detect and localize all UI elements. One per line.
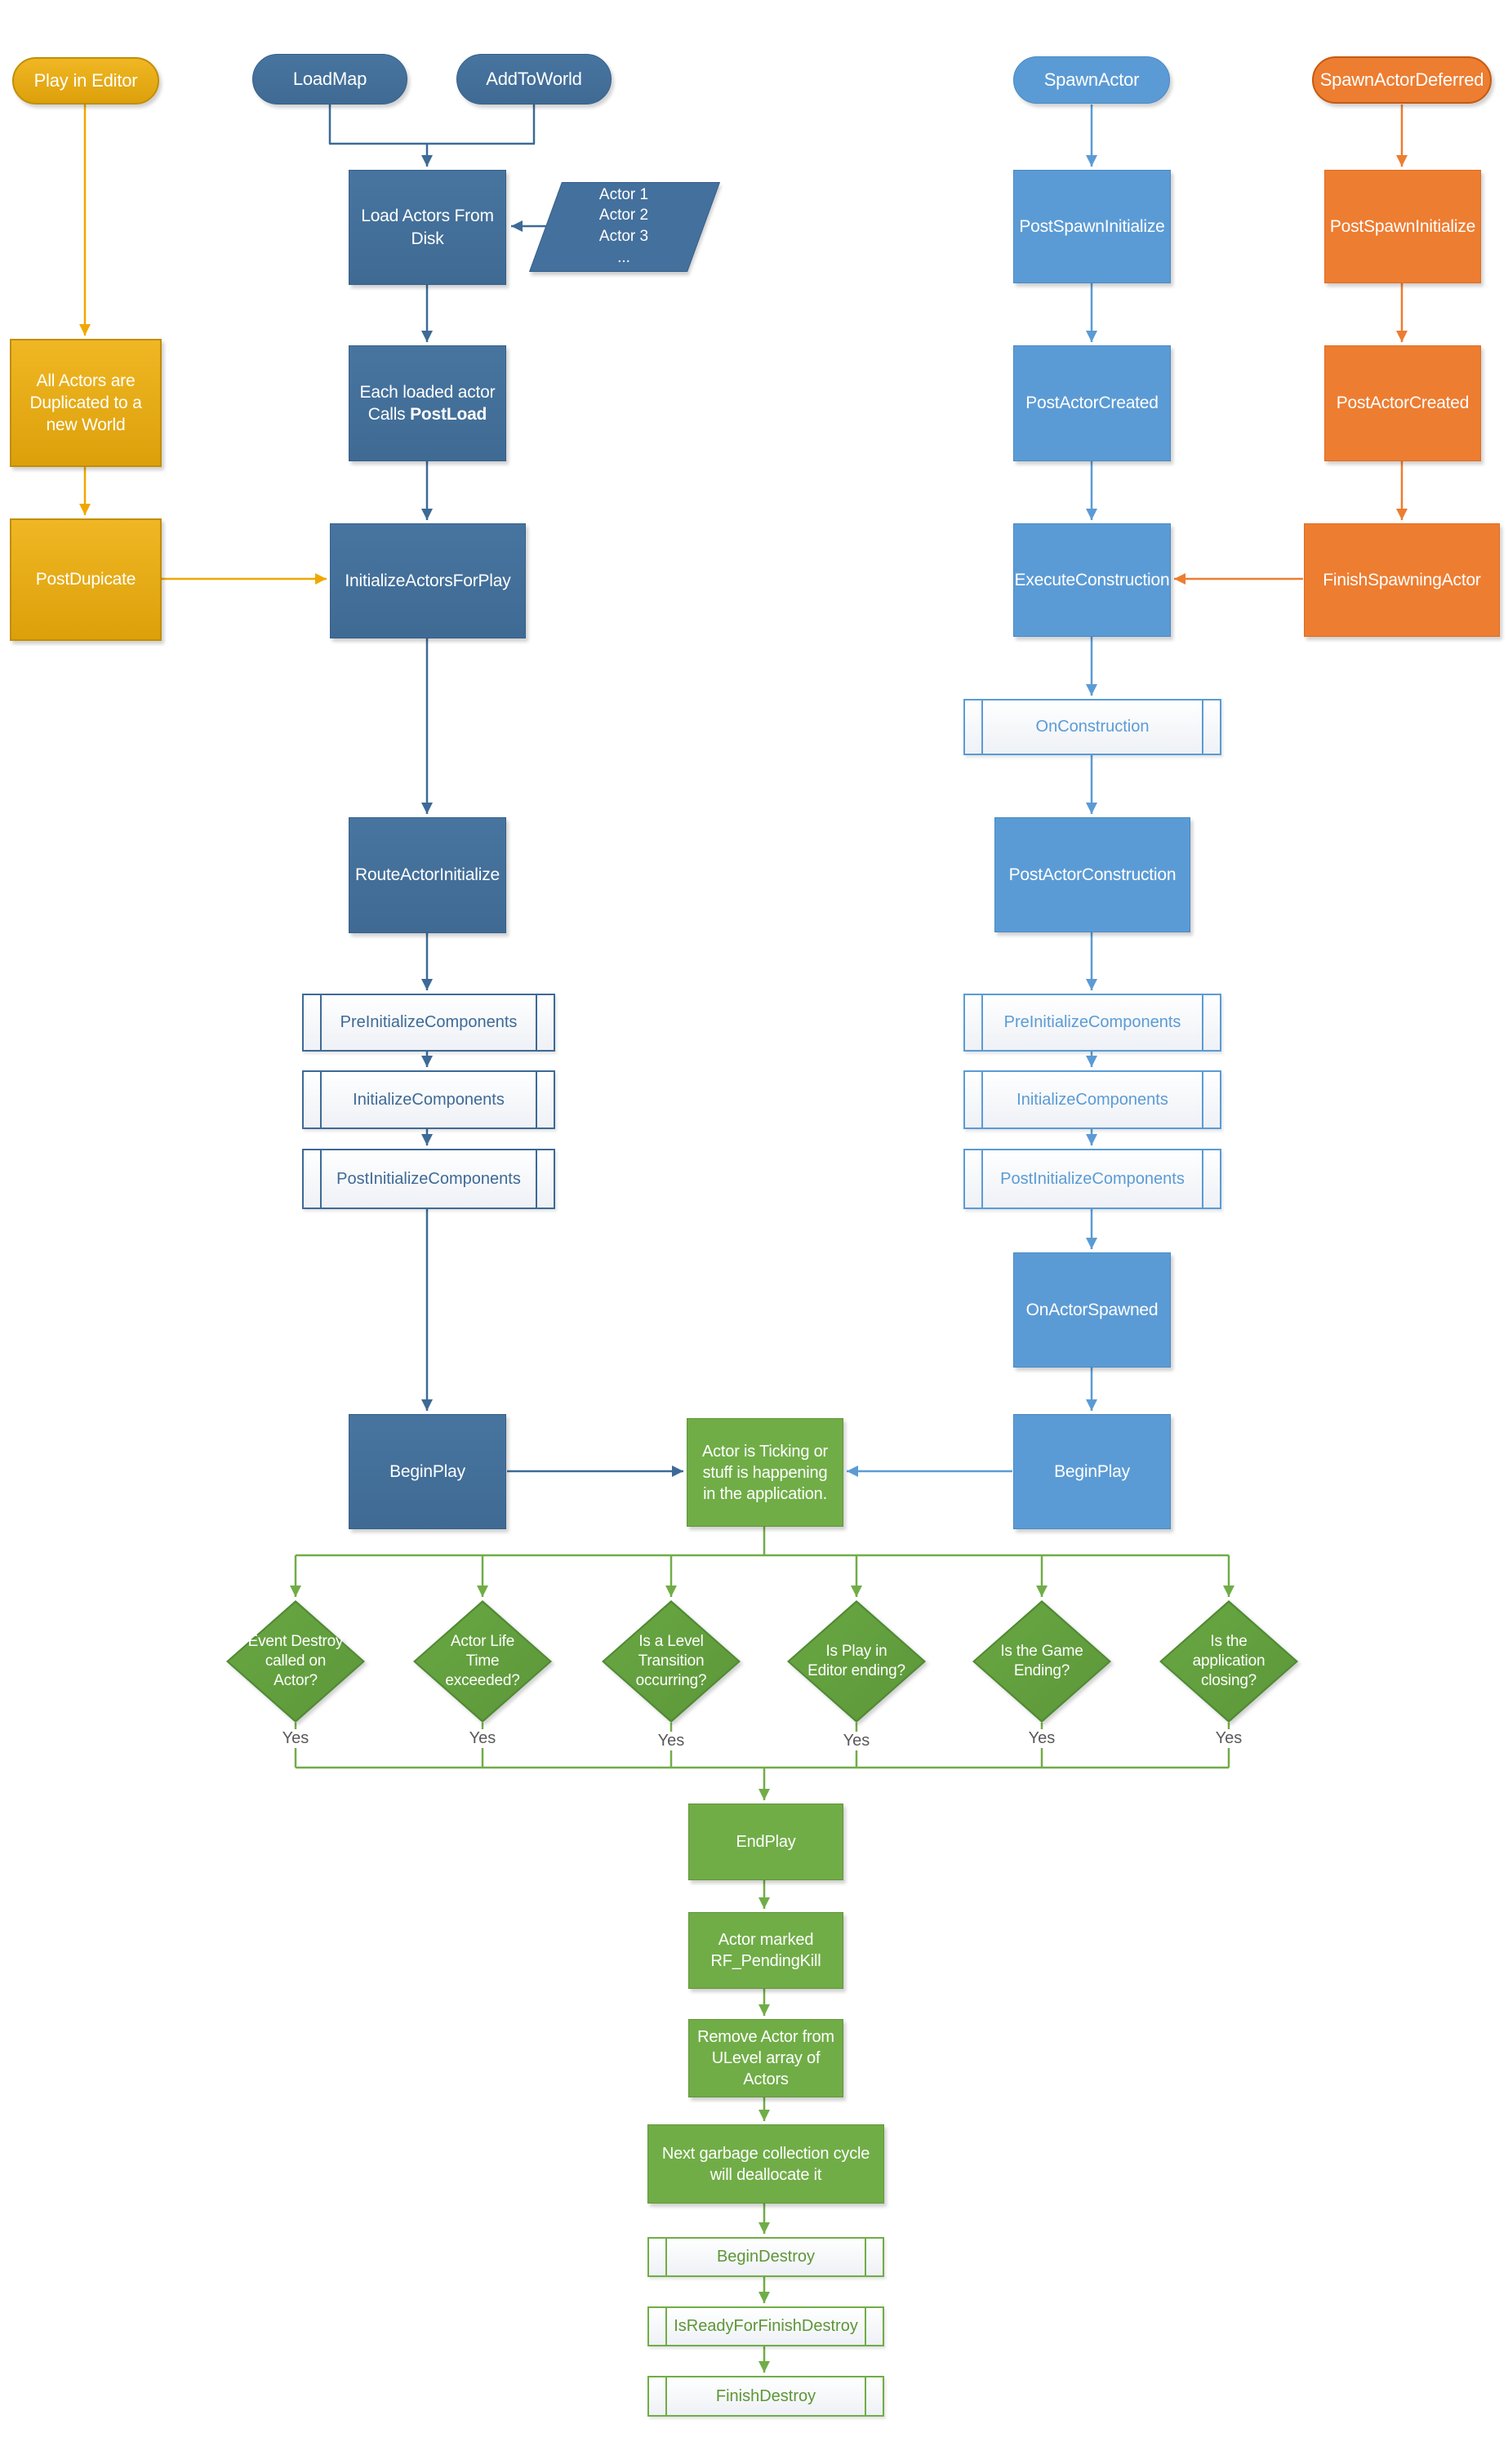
node-initialize-actors-for-play: InitializeActorsForPlay — [330, 523, 526, 638]
decision-game-ending: Is the Game Ending? — [972, 1600, 1111, 1723]
actor-list-text: Actor 1 Actor 2 Actor 3 ... — [539, 182, 709, 270]
decision-level-transition: Is a Level Transition occurring? — [602, 1600, 741, 1723]
decision-application-closing: Is the application closing? — [1159, 1600, 1298, 1723]
subroutine-initialize-components-right: InitializeComponents — [963, 1070, 1221, 1129]
node-all-actors-duplicated: All Actors are Duplicated to a new World — [10, 339, 162, 467]
node-execute-construction: ExecuteConstruction — [1013, 523, 1171, 637]
decision-label: Is the Game Ending? — [1000, 1643, 1083, 1679]
decision-label: Is the application closing? — [1192, 1633, 1266, 1689]
node-finish-spawning-actor: FinishSpawningActor — [1304, 523, 1500, 637]
subroutine-pre-initialize-components-left: PreInitializeComponents — [302, 994, 555, 1052]
node-each-loaded-actor: Each loaded actor Calls PostLoad — [349, 345, 506, 461]
gold-connectors — [79, 105, 327, 585]
node-post-spawn-initialize-blue: PostSpawnInitialize — [1013, 170, 1171, 283]
actor-list-line: ... — [617, 248, 630, 266]
decision-label: Is Play in Editor ending? — [807, 1643, 905, 1679]
decision-play-in-editor-ending: Is Play in Editor ending? — [787, 1600, 926, 1723]
green-connectors — [290, 1527, 1234, 2373]
each-loaded-actor-line2: Calls PostLoad — [367, 405, 487, 424]
node-next-garbage-collection: Next garbage collection cycle will deall… — [647, 2124, 884, 2204]
yes-label: Yes — [1208, 1729, 1250, 1748]
node-begin-play-right: BeginPlay — [1013, 1414, 1171, 1529]
subroutine-begin-destroy: BeginDestroy — [647, 2237, 884, 2277]
subroutine-on-construction: OnConstruction — [963, 699, 1221, 755]
node-load-actors-from-disk: Load Actors From Disk — [349, 170, 506, 285]
subroutine-finish-destroy: FinishDestroy — [647, 2376, 884, 2417]
decision-label: Is a Level Transition occurring? — [635, 1633, 707, 1689]
node-begin-play-left: BeginPlay — [349, 1414, 506, 1529]
node-spawn-actor-deferred: SpawnActorDeferred — [1312, 56, 1492, 104]
node-actor-marked-pending-kill: Actor marked RF_PendingKill — [688, 1912, 843, 1989]
node-route-actor-initialize: RouteActorInitialize — [349, 817, 506, 933]
actor-list-line: Actor 2 — [598, 207, 649, 225]
subroutine-initialize-components-left: InitializeComponents — [302, 1070, 555, 1129]
node-spawn-actor: SpawnActor — [1013, 56, 1170, 104]
node-post-actor-construction: PostActorConstruction — [994, 817, 1190, 932]
actor-list-line: Actor 1 — [598, 185, 649, 203]
node-post-dupicate: PostDupicate — [10, 518, 162, 641]
node-end-play: EndPlay — [688, 1804, 843, 1880]
each-loaded-actor-line1: Each loaded actor — [359, 382, 496, 402]
decision-label: Actor Life Time exceeded? — [445, 1633, 520, 1689]
yes-label: Yes — [461, 1729, 504, 1748]
subroutine-pre-initialize-components-right: PreInitializeComponents — [963, 994, 1221, 1052]
light-blue-connectors — [847, 105, 1097, 1477]
decision-event-destroy: Event Destroy called on Actor? — [226, 1600, 365, 1723]
node-remove-actor-from-ulevel: Remove Actor from ULevel array of Actors — [688, 2019, 843, 2097]
yes-label: Yes — [1021, 1729, 1063, 1748]
node-add-to-world: AddToWorld — [456, 54, 612, 105]
node-post-spawn-initialize-orange: PostSpawnInitialize — [1324, 170, 1481, 283]
node-on-actor-spawned: OnActorSpawned — [1013, 1252, 1171, 1368]
actor-list-line: Actor 3 — [598, 228, 649, 245]
decision-actor-life-time: Actor Life Time exceeded? — [413, 1600, 552, 1723]
subroutine-is-ready-for-finish-destroy: IsReadyForFinishDestroy — [647, 2306, 884, 2346]
node-play-in-editor: Play in Editor — [12, 57, 159, 105]
yes-label: Yes — [650, 1732, 692, 1750]
node-post-actor-created-blue: PostActorCreated — [1013, 345, 1171, 461]
postload-bold: PostLoad — [410, 405, 487, 424]
node-actor-ticking: Actor is Ticking or stuff is happening i… — [687, 1418, 843, 1527]
orange-connectors — [1174, 105, 1408, 585]
decision-label: Event Destroy called on Actor? — [247, 1633, 344, 1689]
subroutine-post-initialize-components-right: PostInitializeComponents — [963, 1149, 1221, 1209]
yes-label: Yes — [835, 1732, 878, 1750]
yes-label: Yes — [274, 1729, 317, 1748]
node-post-actor-created-orange: PostActorCreated — [1324, 345, 1481, 461]
subroutine-post-initialize-components-left: PostInitializeComponents — [302, 1149, 555, 1209]
dark-blue-connectors — [328, 105, 683, 1477]
node-load-map: LoadMap — [252, 54, 407, 105]
